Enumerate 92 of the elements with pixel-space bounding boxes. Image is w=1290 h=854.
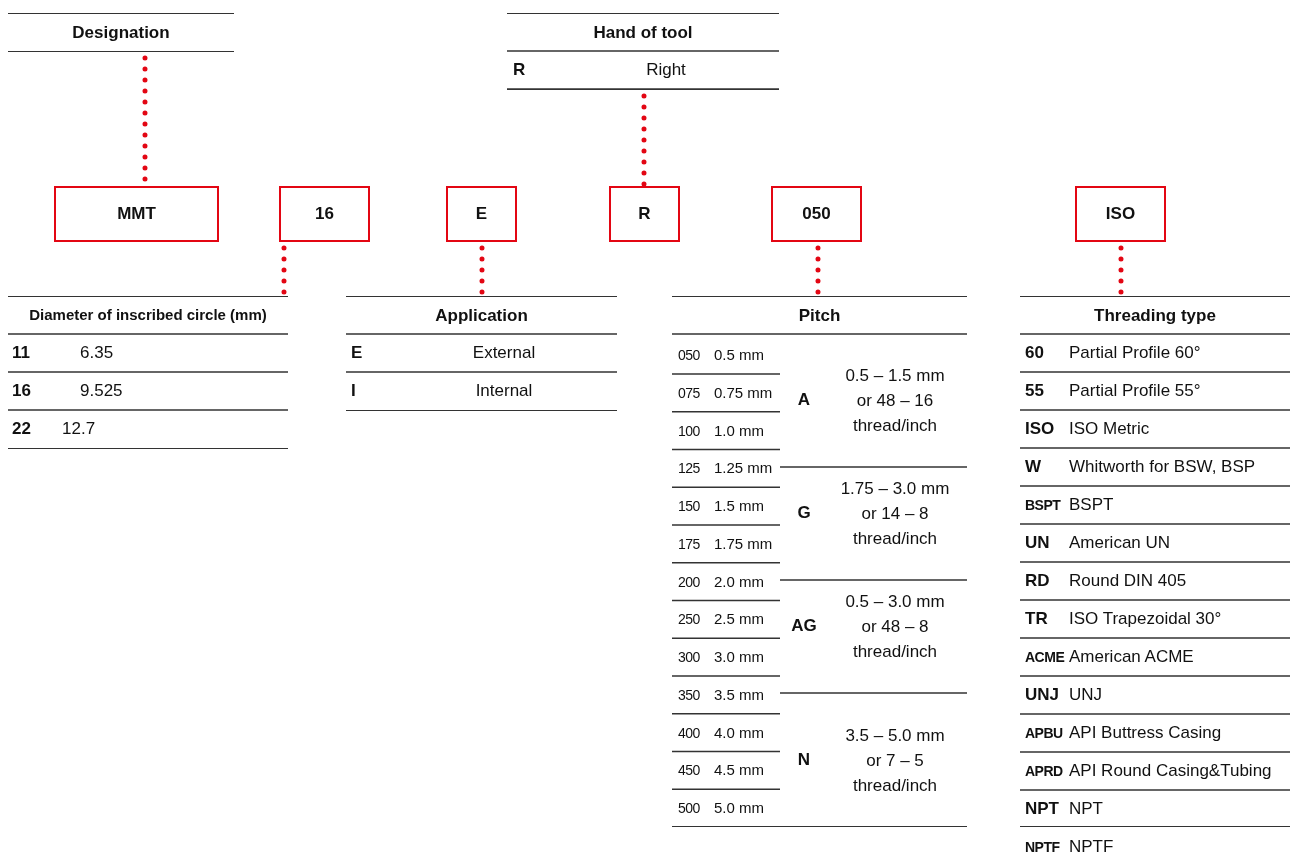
code-letter: E [351,343,363,363]
cell-text: NPT [1069,799,1103,819]
cell-text: 1.0 mm [714,420,764,441]
code-box: E [446,186,517,242]
code-value: NPTF [1025,838,1060,854]
table-heading: Diameter of inscribed circle (mm) [28,306,268,323]
code-value: APRD [1025,762,1063,781]
cell-text: 3.5 mm [714,684,764,705]
cell-text: 1.5 mm [714,496,764,516]
code-value: 100 [678,421,700,441]
cell-text: 0.5 – 3.0 mm or 48 – 8 thread/inch [844,590,946,663]
code-value: 55 [1025,381,1044,401]
code-value: 300 [678,648,700,667]
code-value: 175 [678,534,700,554]
cell-text: API Buttress Casing [1069,723,1222,743]
cell-text: Partial Profile 55° [1069,381,1201,401]
code-letter: R [513,60,526,80]
code-value: TR [1025,609,1048,629]
code-value: ISO [1025,419,1055,439]
cell-text: Internal [475,381,533,401]
code-value: 400 [678,723,700,743]
cell-text: 1.75 – 3.0 mm or 14 – 8 thread/inch [839,477,951,550]
code-table [1020,296,1290,827]
code-value: 200 [678,572,700,592]
cell-text: UNJ [1069,685,1103,705]
code-table [8,13,234,52]
cell-text: Partial Profile 60° [1069,343,1201,363]
code-box: R [609,186,680,242]
code-value: UN [1025,533,1050,553]
cell-text: American ACME [1069,647,1194,667]
code-value: 250 [678,610,700,630]
cell-text: ISO Trapezoidal 30° [1069,609,1222,629]
cell-text: 9.525 [80,381,123,401]
code-value: RD [1025,571,1050,591]
cell-text: 6.35 [80,343,114,363]
table-heading: Designation [71,23,171,43]
cell-text: 4.5 mm [714,760,764,781]
cell-text: Whitworth for BSW, BSP [1069,457,1256,477]
code-value: 16 [12,381,31,401]
cell-text: 3.0 mm [714,647,764,667]
code-table [8,296,288,449]
code-value: UNJ [1025,685,1059,705]
code-value: 500 [678,799,700,818]
cell-text: Right [646,60,686,80]
code-table [346,296,617,411]
cell-text: 3.5 – 5.0 mm or 7 – 5 thread/inch [844,724,946,797]
code-value: 150 [678,497,700,516]
table-heading: Hand of tool [592,23,694,43]
code-letter: A [797,390,811,410]
cell-text: 1.75 mm [714,533,773,554]
cell-text: External [472,343,536,363]
code-value: ACME [1025,648,1065,667]
cell-text: API Round Casing&Tubing [1069,761,1272,781]
code-value: 350 [678,685,700,705]
cell-text: American UN [1069,533,1171,553]
cell-text: BSPT [1069,495,1114,515]
cell-text: 2.0 mm [714,571,764,592]
cell-text: NPTF [1069,837,1114,854]
code-box: ISO [1075,186,1166,242]
cell-text: Round DIN 405 [1069,571,1187,591]
code-value: 125 [678,459,700,479]
table-heading: Application [434,306,529,326]
code-value: 075 [678,383,700,403]
code-value: NPT [1025,799,1059,819]
cell-text: 0.5 mm [714,345,764,365]
code-value: BSPT [1025,496,1061,515]
cell-text: 1.25 mm [714,458,773,479]
table-heading: Threading type [1093,306,1217,326]
table-heading: Pitch [797,306,842,326]
cell-text: 4.0 mm [714,722,764,743]
code-letter: AG [791,616,817,636]
code-box: MMT [54,186,219,242]
code-box: 050 [771,186,862,242]
cell-text: 12.7 [62,419,96,439]
code-letter: G [797,503,811,523]
code-letter: N [797,750,811,770]
code-value: 22 [12,419,31,439]
cell-text: 0.75 mm [714,382,773,403]
cell-text: 0.5 – 1.5 mm or 48 – 16 thread/inch [844,364,946,437]
code-box: 16 [279,186,370,242]
code-value: 450 [678,761,700,781]
cell-text: ISO Metric [1069,419,1150,439]
code-table [507,13,779,90]
cell-text: 2.5 mm [714,609,764,630]
code-value: 050 [678,346,700,365]
cell-text: 5.0 mm [714,798,764,818]
code-value: 11 [12,343,30,363]
code-value: APBU [1025,724,1063,743]
code-letter: I [351,381,356,401]
code-table [672,296,967,827]
code-value: 60 [1025,343,1044,363]
code-value: W [1025,457,1042,477]
